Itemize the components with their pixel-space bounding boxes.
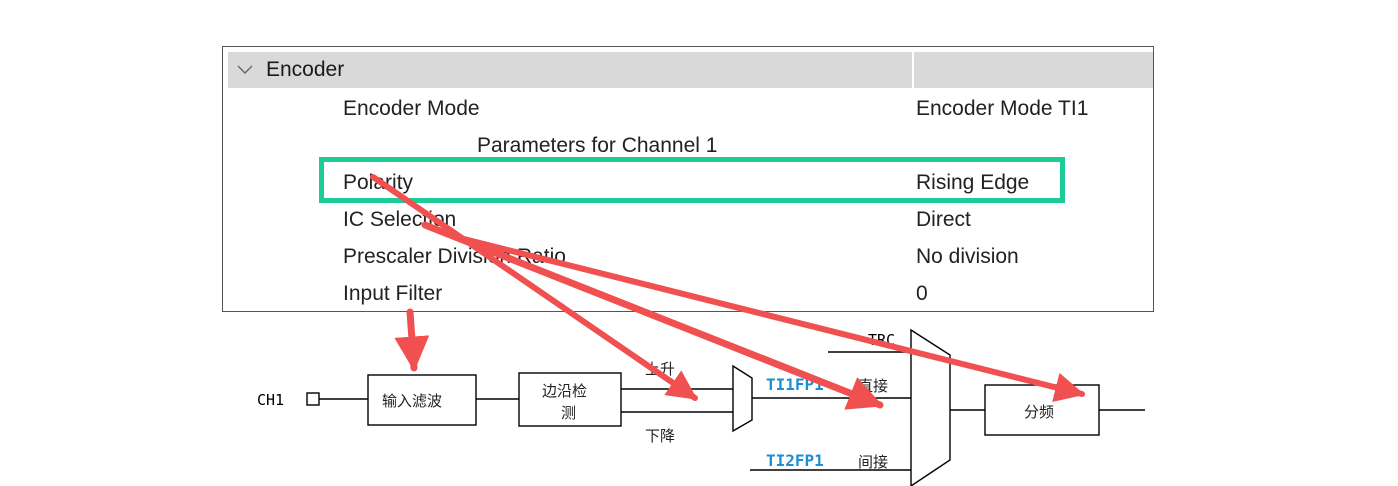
- fall-label: 下降: [645, 427, 676, 445]
- input-filter-block: [367, 374, 477, 426]
- ic-selection-value[interactable]: Direct: [916, 208, 971, 231]
- edge-detect-text-line2: 测: [561, 404, 577, 422]
- arrow-polarity: [370, 174, 698, 401]
- ic-selection-mux: [910, 328, 951, 486]
- column-divider: [912, 52, 914, 88]
- polarity-value[interactable]: Rising Edge: [916, 171, 1030, 194]
- encoder-mode-label: Encoder Mode: [343, 97, 480, 120]
- input-filter-label: Input Filter: [343, 282, 443, 305]
- chevron-down-icon[interactable]: [234, 58, 256, 80]
- ti2fp1-label: TI2FP1: [766, 451, 824, 470]
- input-filter-text: 输入滤波: [382, 392, 443, 410]
- channel1-parameters-subheader: Parameters for Channel 1: [477, 134, 718, 157]
- prescaler-value[interactable]: No division: [916, 245, 1019, 268]
- prescaler-text: 分频: [1024, 403, 1055, 421]
- polarity-highlight-box: [319, 157, 1065, 203]
- section-title: Encoder: [266, 58, 345, 81]
- arrow-input-filter: [394, 308, 430, 372]
- arrow-prescaler: [457, 235, 1085, 402]
- input-filter-value[interactable]: 0: [916, 282, 928, 305]
- arrow-ic-selection: [421, 221, 884, 410]
- indirect-label: 间接: [858, 453, 889, 471]
- polarity-mux: [732, 364, 753, 433]
- edge-detect-block: [518, 372, 622, 427]
- encoder-mode-value[interactable]: Encoder Mode TI1: [916, 97, 1089, 120]
- encoder-section-header[interactable]: Encoder: [228, 52, 1153, 88]
- ch1-label: CH1: [257, 391, 285, 409]
- edge-detect-text-line1: 边沿检: [542, 382, 588, 400]
